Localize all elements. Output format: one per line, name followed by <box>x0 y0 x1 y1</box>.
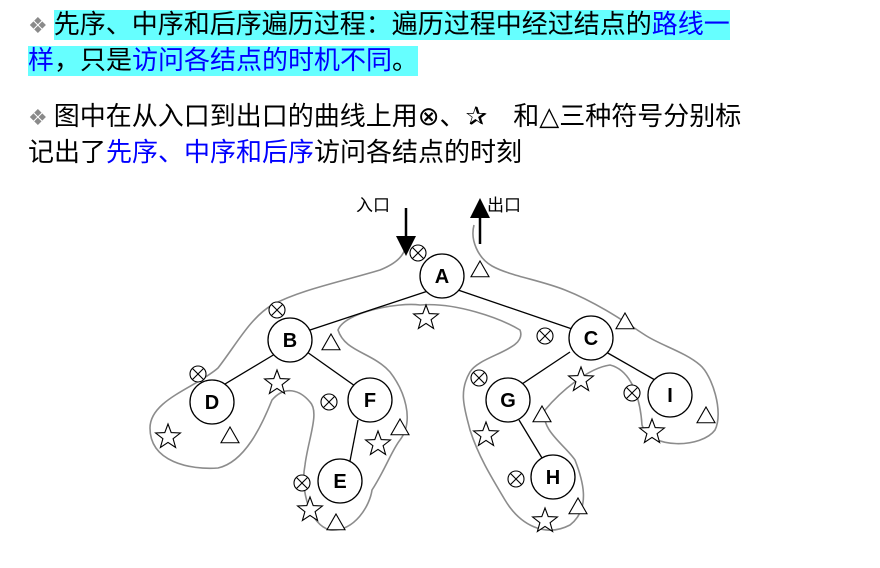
inorder-marker-i-star-icon <box>638 417 666 444</box>
bullet1-text-highlight: 先序、中序和后序遍历过程：遍历过程中经过结点的 <box>53 10 652 40</box>
preorder-marker-g-icon <box>470 369 488 387</box>
preorder-marker-e-icon <box>293 474 311 492</box>
bullet-symbols-explanation: ❖图中在从入口到出口的曲线上用⊗、✰ 和△三种符号分别标 记出了先序、中序和后序… <box>28 100 858 170</box>
node-g-label: G <box>500 390 516 412</box>
bullet2-orders: 先序、中序和后序 <box>106 138 315 168</box>
node-a: A <box>419 253 465 299</box>
node-h: H <box>530 454 576 500</box>
postorder-marker-i-triangle-icon <box>696 405 716 424</box>
node-g: G <box>485 377 531 423</box>
inorder-marker-a-star-icon <box>412 303 440 330</box>
bullet2-text: 图中在从入口到出口的曲线上用⊗、✰ 和△三种符号分别标 <box>53 102 742 132</box>
inorder-marker-h-star-icon <box>531 506 559 533</box>
bullet2-marked: 记出了 <box>28 138 107 168</box>
node-c-label: C <box>584 328 598 350</box>
node-e: E <box>317 458 363 504</box>
postorder-marker-c-triangle-icon <box>615 311 635 330</box>
preorder-marker-b-icon <box>268 301 286 319</box>
node-i-label: I <box>667 385 673 407</box>
bullet1-route-same-1: 路线一 <box>651 10 730 40</box>
bullet-preorder-inorder-postorder: ❖先序、中序和后序遍历过程：遍历过程中经过结点的路线一 样，只是访问各结点的时机… <box>28 8 858 78</box>
preorder-marker-h-icon <box>507 470 525 488</box>
node-f: F <box>347 377 393 423</box>
bullet2-visit-moment: 访问各结点的时刻 <box>314 138 523 168</box>
postorder-marker-h-triangle-icon <box>568 496 588 515</box>
inorder-marker-e-star-icon <box>296 495 324 522</box>
exit-label: 出口 <box>487 196 521 216</box>
node-i: I <box>647 372 693 418</box>
bullet1-period: 。 <box>392 46 419 76</box>
inorder-marker-b-star-icon <box>263 368 291 395</box>
preorder-marker-c-icon <box>536 327 554 345</box>
postorder-marker-d-triangle-icon <box>220 425 240 444</box>
bullet1-route-same-2: 样 <box>28 46 55 76</box>
postorder-marker-a-triangle-icon <box>470 259 490 278</box>
bullet1-only-text: ，只是 <box>54 46 133 76</box>
node-b: B <box>267 317 313 363</box>
postorder-marker-e-triangle-icon <box>326 512 346 531</box>
traversal-markers <box>154 244 716 533</box>
inorder-marker-d-star-icon <box>154 422 182 449</box>
tree-edges <box>224 289 656 462</box>
node-c: C <box>568 315 614 361</box>
node-a-label: A <box>435 266 449 288</box>
node-e-label: E <box>333 471 346 493</box>
tree-nodes: A B C D F E G H <box>189 253 693 504</box>
node-b-label: B <box>283 330 297 352</box>
inorder-marker-g-star-icon <box>472 420 500 447</box>
inorder-marker-f-star-icon <box>364 429 392 456</box>
entry-label: 入口 <box>356 196 390 216</box>
bullet-diamond-icon: ❖ <box>28 14 48 39</box>
traversal-curve <box>149 224 719 531</box>
edge-b-f <box>306 351 356 387</box>
postorder-marker-g-triangle-icon <box>532 404 552 423</box>
edge-a-b <box>309 289 432 331</box>
preorder-marker-a-icon <box>409 244 427 262</box>
node-h-label: H <box>546 467 560 489</box>
preorder-marker-d-icon <box>189 365 207 383</box>
edge-g-h <box>518 419 543 459</box>
edge-c-g <box>521 351 571 385</box>
node-d: D <box>189 379 235 425</box>
postorder-marker-b-triangle-icon <box>321 332 341 351</box>
node-f-label: F <box>364 390 376 412</box>
node-d-label: D <box>205 392 219 414</box>
postorder-marker-f-triangle-icon <box>390 417 410 436</box>
bullet-diamond-icon: ❖ <box>28 106 48 131</box>
edge-f-e <box>349 419 359 462</box>
edge-c-i <box>605 351 656 381</box>
edge-b-d <box>224 353 276 385</box>
edge-a-c <box>457 289 576 331</box>
bullet1-visit-timing: 访问各结点的时机不同 <box>132 46 393 76</box>
inorder-marker-c-star-icon <box>567 365 595 392</box>
preorder-marker-i-icon <box>623 384 641 402</box>
preorder-marker-f-icon <box>320 393 338 411</box>
